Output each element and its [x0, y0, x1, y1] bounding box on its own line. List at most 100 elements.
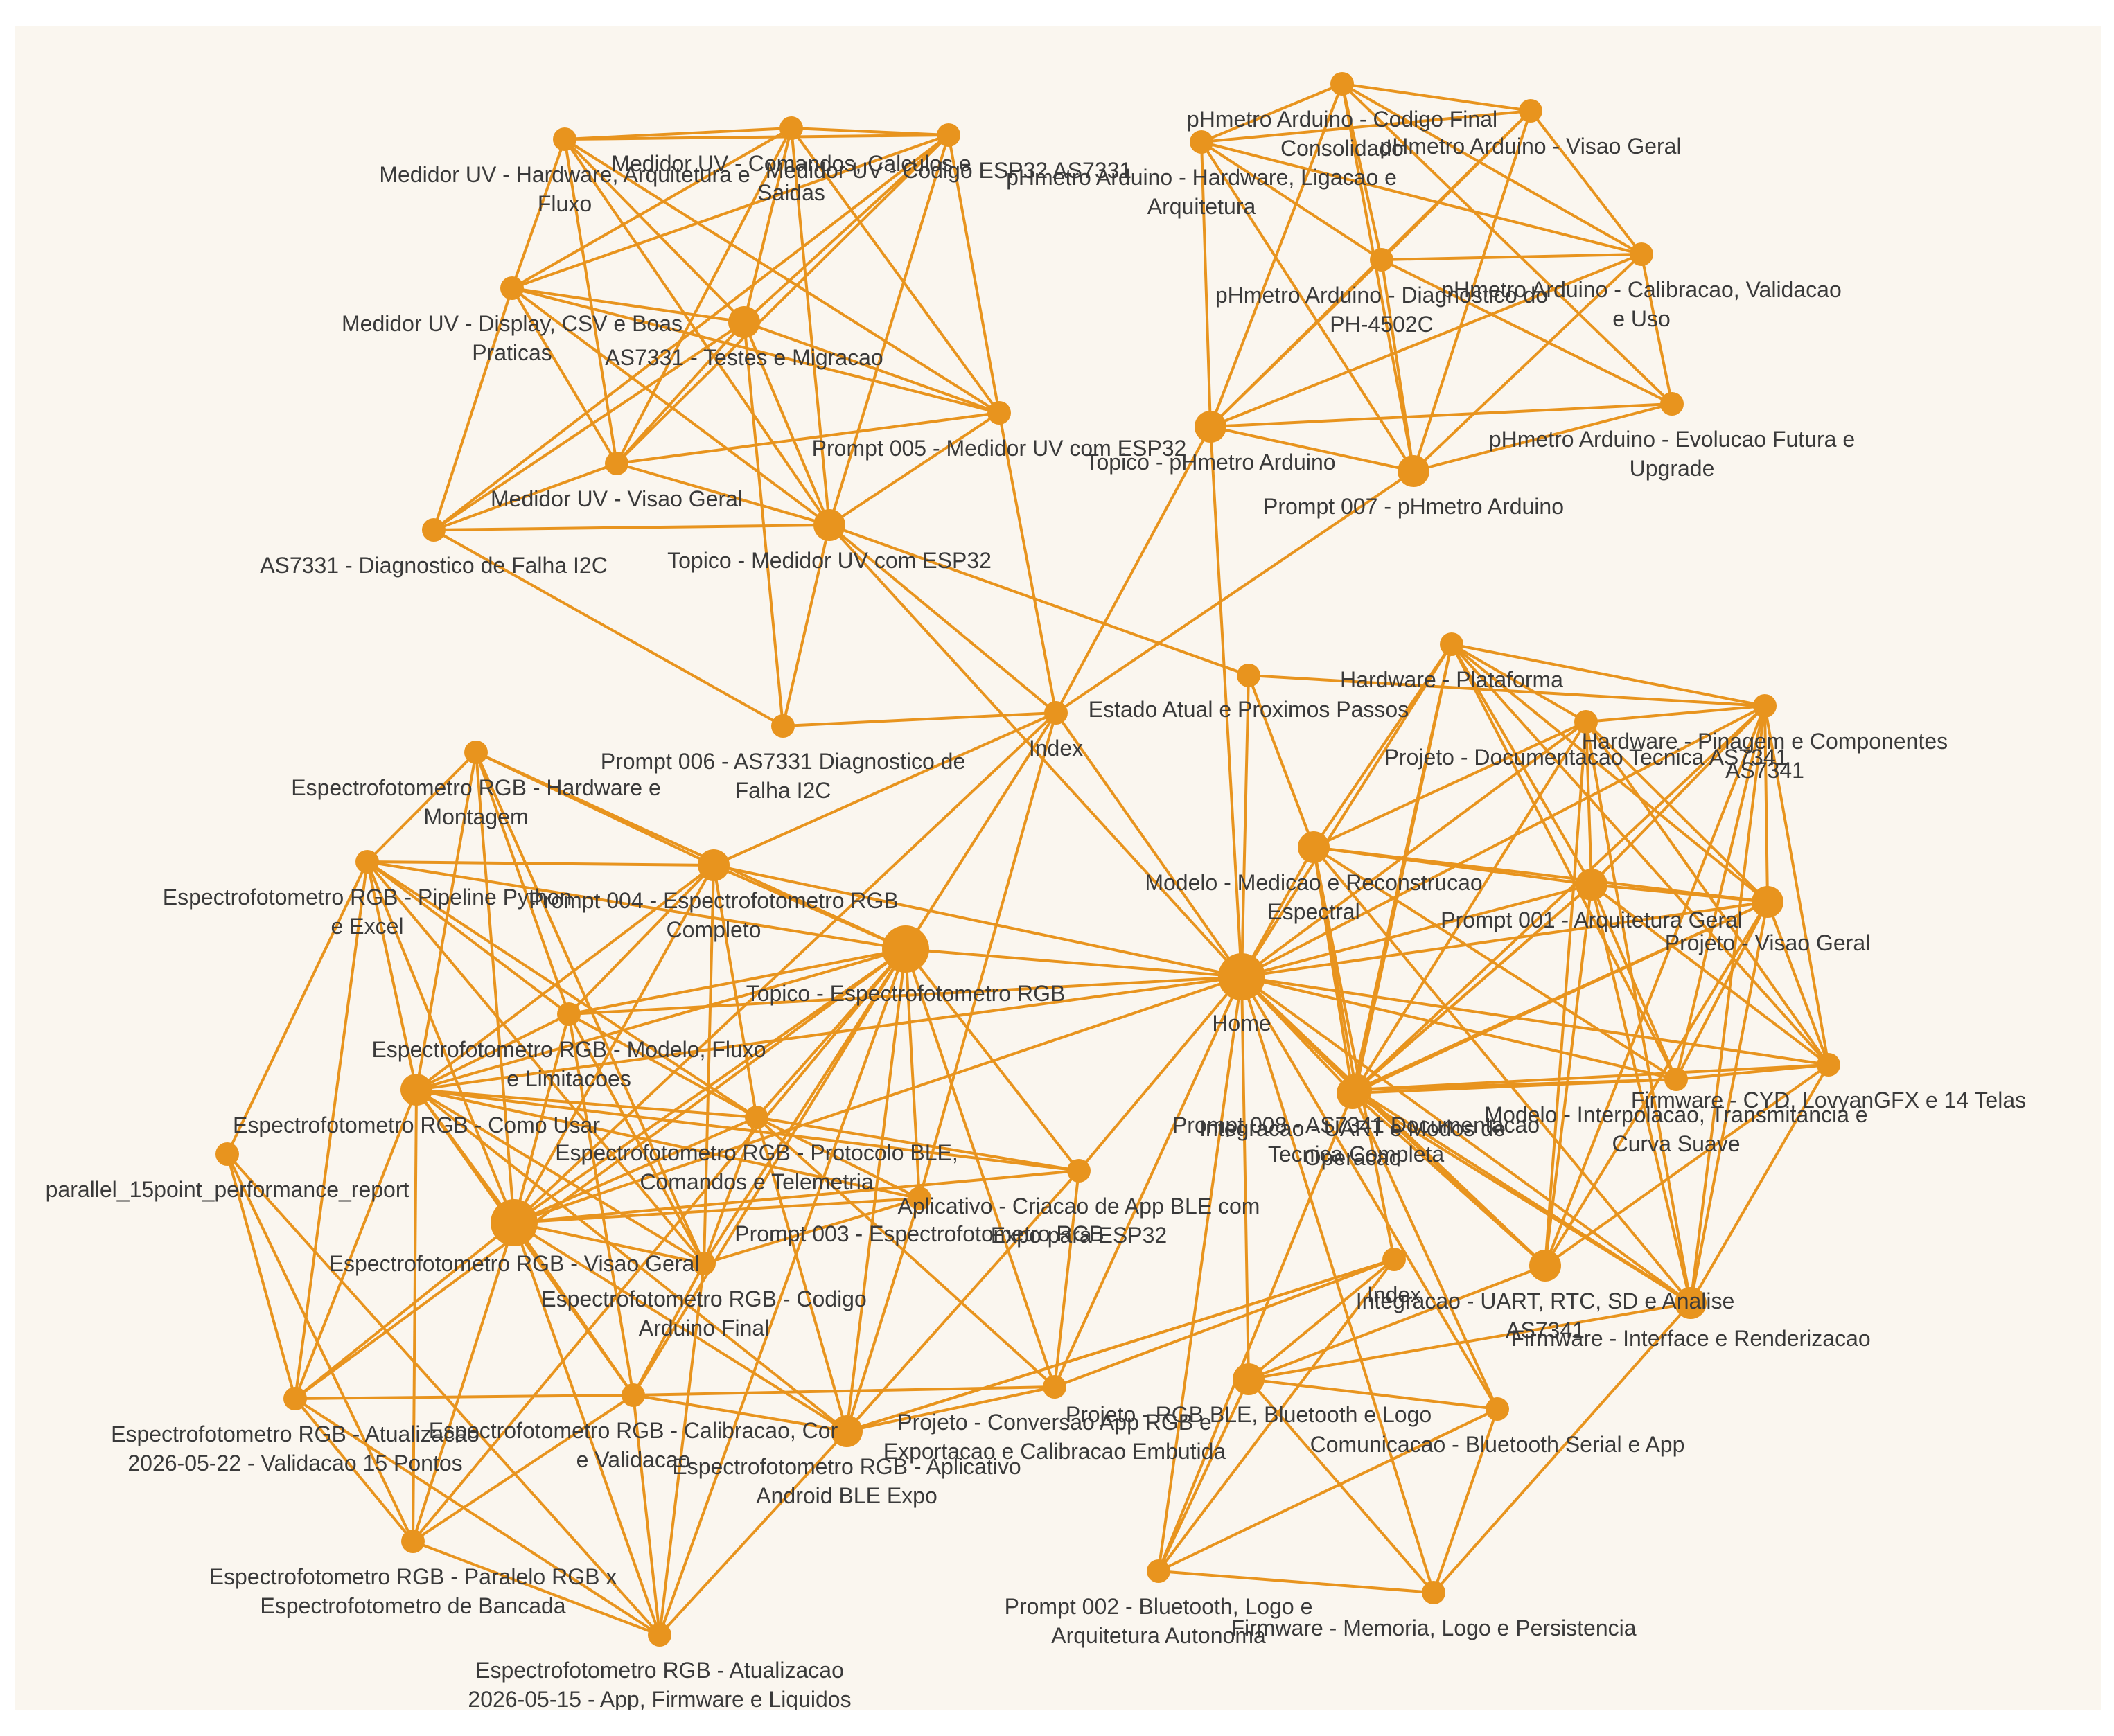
node-ph_evo[interactable]: [1660, 392, 1684, 416]
node-uv_disp[interactable]: [500, 276, 524, 300]
node-label-line: Firmware - CYD, LovyanGFX e 14 Telas: [1631, 1088, 2026, 1113]
node-estado[interactable]: [1237, 664, 1260, 687]
node-proj_rgbbt[interactable]: [1233, 1363, 1265, 1395]
node-fw_mem[interactable]: [1422, 1581, 1445, 1604]
node-t_rgb[interactable]: [882, 925, 929, 973]
node-rgb_ble[interactable]: [745, 1106, 768, 1129]
edge-ph_diag-ph_evo: [1381, 258, 1673, 405]
edge-p004-rgb_code: [703, 865, 715, 1264]
node-label-line: Medidor UV - Codigo ESP32 AS7331: [766, 158, 1131, 183]
node-label-line: Curva Suave: [1612, 1131, 1741, 1156]
node-label-line: Medidor UV - Display, CSV e Boas: [342, 311, 682, 336]
edge-uv_code-as_diag: [432, 134, 950, 531]
node-modelo_int[interactable]: [1664, 1068, 1688, 1091]
node-app_ble[interactable]: [1067, 1159, 1091, 1183]
node-rgb_at15[interactable]: [648, 1623, 671, 1647]
node-p005[interactable]: [987, 401, 1011, 425]
node-p004[interactable]: [698, 849, 730, 881]
edge-index-home: [1055, 711, 1243, 978]
node-proj_conv[interactable]: [1043, 1375, 1066, 1399]
node-index[interactable]: [1044, 701, 1068, 725]
edge-p002-home: [1157, 976, 1243, 1572]
node-integ_uart[interactable]: [1337, 1077, 1368, 1109]
edge-p004-rgb_ble: [712, 865, 758, 1118]
edge-p008-fw_cyd: [1355, 1063, 1829, 1091]
node-label-line: pHmetro Arduino - Codigo Final: [1187, 107, 1497, 132]
node-rgb_cal[interactable]: [622, 1383, 645, 1407]
edge-modelo_med-index2: [1312, 847, 1395, 1260]
node-com_bt[interactable]: [1486, 1397, 1509, 1421]
node-label-fw_cyd: Firmware - CYD, LovyanGFX e 14 Telas: [1631, 1088, 2026, 1113]
node-label-line: Espectrofotometro RGB - Modelo, Fluxo: [371, 1037, 766, 1062]
node-rgb_at22[interactable]: [283, 1387, 307, 1410]
node-parallel[interactable]: [215, 1142, 239, 1166]
node-rgb_par[interactable]: [401, 1530, 425, 1553]
node-fw_iface[interactable]: [1675, 1287, 1707, 1319]
node-fw_cyd[interactable]: [1817, 1053, 1840, 1077]
node-label-line: Topico - Medidor UV com ESP32: [667, 548, 992, 573]
node-ph_hw[interactable]: [1190, 130, 1213, 154]
node-proj_doc[interactable]: [1574, 710, 1598, 734]
node-ph_diag[interactable]: [1370, 248, 1393, 272]
node-label-line: Index: [1029, 736, 1083, 761]
node-label-line: Espectrofotometro RGB - Hardware e: [291, 775, 661, 800]
node-t_ph[interactable]: [1195, 411, 1226, 443]
node-label-as_diag: AS7331 - Diagnostico de Falha I2C: [260, 553, 608, 578]
edge-t_rgb-rgb_py: [367, 860, 906, 950]
edge-proj_vis-integ_uart: [1352, 901, 1768, 1095]
node-as_test[interactable]: [728, 306, 760, 338]
edge-rgb_uso-p003: [416, 1088, 920, 1200]
edge-home-fw_iface: [1240, 975, 1692, 1304]
edge-proj_doc-p008: [1355, 720, 1587, 1091]
node-uv_cmd[interactable]: [779, 116, 803, 140]
node-index2[interactable]: [1382, 1248, 1406, 1271]
edge-t_uv-p005: [828, 411, 1001, 526]
node-label-line: Prompt 003 - Espectrofotometro RGB: [734, 1221, 1104, 1246]
node-p007[interactable]: [1398, 455, 1429, 487]
node-proj_vis[interactable]: [1752, 886, 1783, 918]
node-p003[interactable]: [908, 1187, 931, 1210]
edge-ph_hw-ph_diag: [1200, 141, 1383, 261]
node-rgb_mod[interactable]: [557, 1002, 581, 1026]
edge-p005-index: [998, 412, 1057, 714]
node-p002[interactable]: [1147, 1559, 1170, 1583]
node-integ_rtc[interactable]: [1529, 1250, 1561, 1282]
node-uv_vis[interactable]: [605, 452, 628, 475]
node-rgb_py[interactable]: [355, 850, 379, 874]
node-label-line: Topico - Espectrofotometro RGB: [746, 981, 1066, 1006]
node-rgb_vis[interactable]: [491, 1199, 538, 1246]
edge-hw_pin-fw_cyd: [1763, 705, 1830, 1065]
edge-uv_cmd-t_uv: [790, 127, 831, 526]
node-home[interactable]: [1218, 953, 1265, 1000]
node-rgb_hw[interactable]: [464, 741, 488, 764]
node-p001[interactable]: [1576, 869, 1607, 901]
edge-ph_code-p007: [1341, 83, 1415, 472]
node-ph_vis[interactable]: [1519, 99, 1542, 123]
node-rgb_app[interactable]: [831, 1415, 863, 1447]
node-rgb_code[interactable]: [692, 1252, 716, 1275]
node-ph_cal[interactable]: [1630, 242, 1653, 266]
node-t_uv[interactable]: [813, 509, 845, 541]
node-uv_code[interactable]: [937, 123, 960, 147]
edge-uv_disp-uv_vis: [511, 287, 618, 465]
node-hw_plat[interactable]: [1440, 632, 1463, 656]
node-ph_code[interactable]: [1330, 72, 1354, 96]
node-p006[interactable]: [771, 714, 795, 738]
node-rgb_uso[interactable]: [400, 1074, 432, 1106]
node-label-line: 2026-05-22 - Validacao 15 Pontos: [127, 1451, 462, 1476]
node-label-line: e Uso: [1612, 306, 1671, 331]
node-modelo_med[interactable]: [1298, 831, 1330, 863]
node-label-com_bt: Comunicacao - Bluetooth Serial e App: [1310, 1432, 1685, 1457]
node-hw_pin[interactable]: [1753, 694, 1777, 718]
node-as_diag[interactable]: [422, 518, 446, 542]
node-uv_hw[interactable]: [553, 127, 576, 151]
